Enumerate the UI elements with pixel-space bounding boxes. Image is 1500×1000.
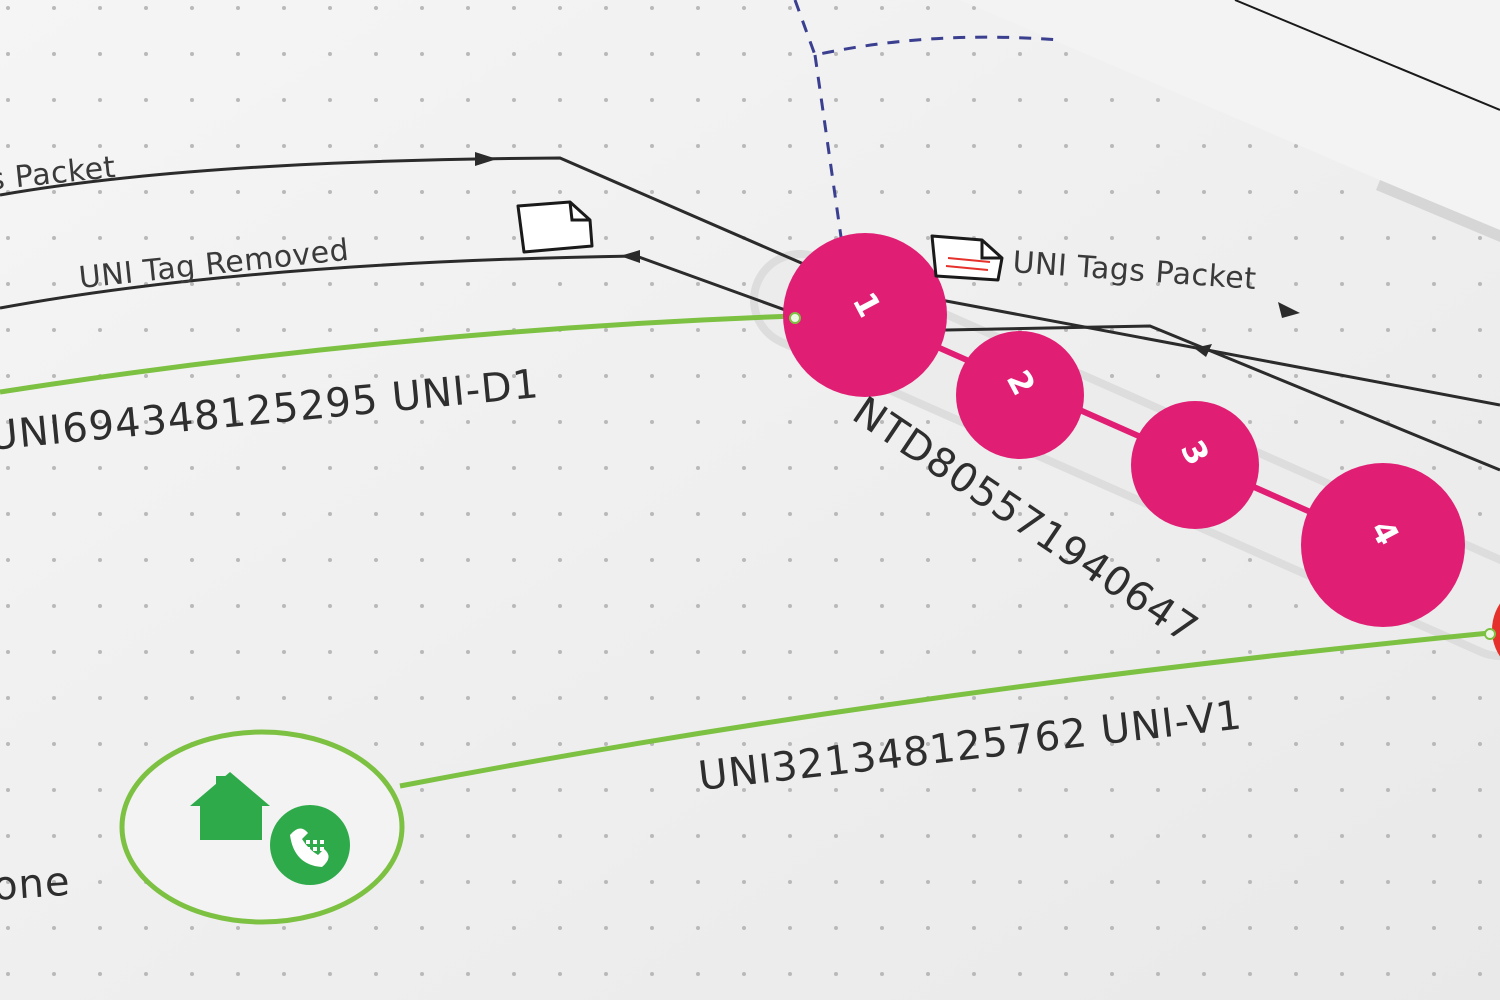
arrow-right-1 — [475, 152, 497, 166]
document-icon-red-lines — [930, 234, 1004, 282]
dashed-link-vertical — [813, 54, 847, 266]
arrow-left-1 — [620, 250, 640, 263]
house-icon — [190, 772, 270, 840]
port-2[interactable]: 2 — [956, 331, 1084, 459]
port-3[interactable]: 3 — [1131, 401, 1259, 529]
port-1[interactable]: 1 — [783, 233, 947, 397]
customer-premise-node[interactable] — [119, 729, 405, 925]
panel-edge-line — [1234, 0, 1500, 111]
green-link-d1 — [0, 313, 796, 395]
arrow-left-3 — [1194, 344, 1212, 357]
phone-icon — [270, 805, 350, 885]
green-link-v1 — [399, 629, 1500, 789]
arrow-right-3 — [1278, 302, 1300, 318]
document-icon — [516, 200, 594, 254]
packet-line-return — [0, 254, 1500, 472]
port-4[interactable]: 4 — [1301, 463, 1465, 627]
panel-surface — [960, 0, 1500, 230]
ports-connector — [863, 312, 1387, 548]
packet-line-outgoing — [0, 156, 1500, 407]
green-link-endpoint — [1484, 628, 1496, 640]
phone-partial-label: one — [0, 859, 72, 910]
red-port-partial[interactable] — [1492, 582, 1500, 678]
panel-shadow — [1376, 180, 1500, 242]
dashed-link-top — [793, 0, 1061, 57]
